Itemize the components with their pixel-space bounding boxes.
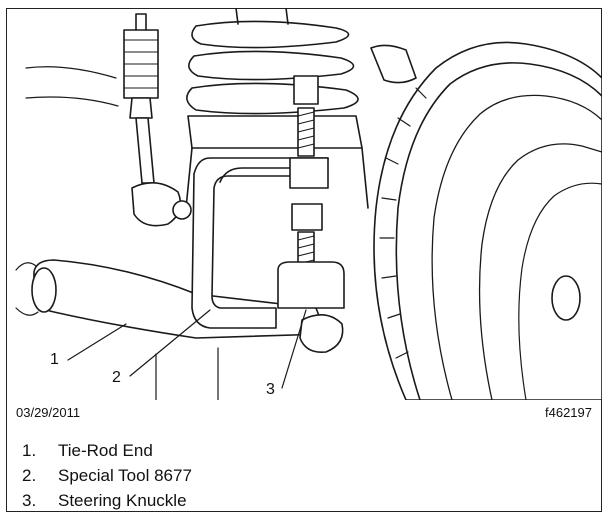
legend-text: Steering Knuckle (58, 491, 187, 510)
legend-number: 2. (22, 466, 37, 485)
illustration (15, 8, 602, 400)
stabilizer-link (123, 13, 192, 227)
callout-2: 2 (112, 369, 121, 386)
brake-rotor (373, 41, 602, 400)
figure-date: 03/29/2011 (16, 405, 81, 420)
legend-item: 2. Special Tool 8677 (22, 463, 192, 488)
legend-text: Tie-Rod End (58, 441, 153, 460)
coil-spring (186, 8, 359, 115)
callout-1: 1 (50, 351, 59, 368)
callout-3: 3 (266, 381, 275, 398)
legend-number: 1. (22, 441, 37, 460)
legend-item: 1. Tie-Rod End (22, 438, 192, 463)
callout-leaders (67, 309, 307, 389)
legend: 1. Tie-Rod End 2. Special Tool 8677 3. S… (22, 438, 192, 513)
forcing-screw (277, 75, 345, 309)
legend-item: 3. Steering Knuckle (22, 488, 192, 513)
legend-number: 3. (22, 491, 37, 510)
legend-text: Special Tool 8677 (58, 466, 192, 485)
strut-tower (185, 44, 417, 209)
figure-id: f462197 (545, 405, 592, 420)
